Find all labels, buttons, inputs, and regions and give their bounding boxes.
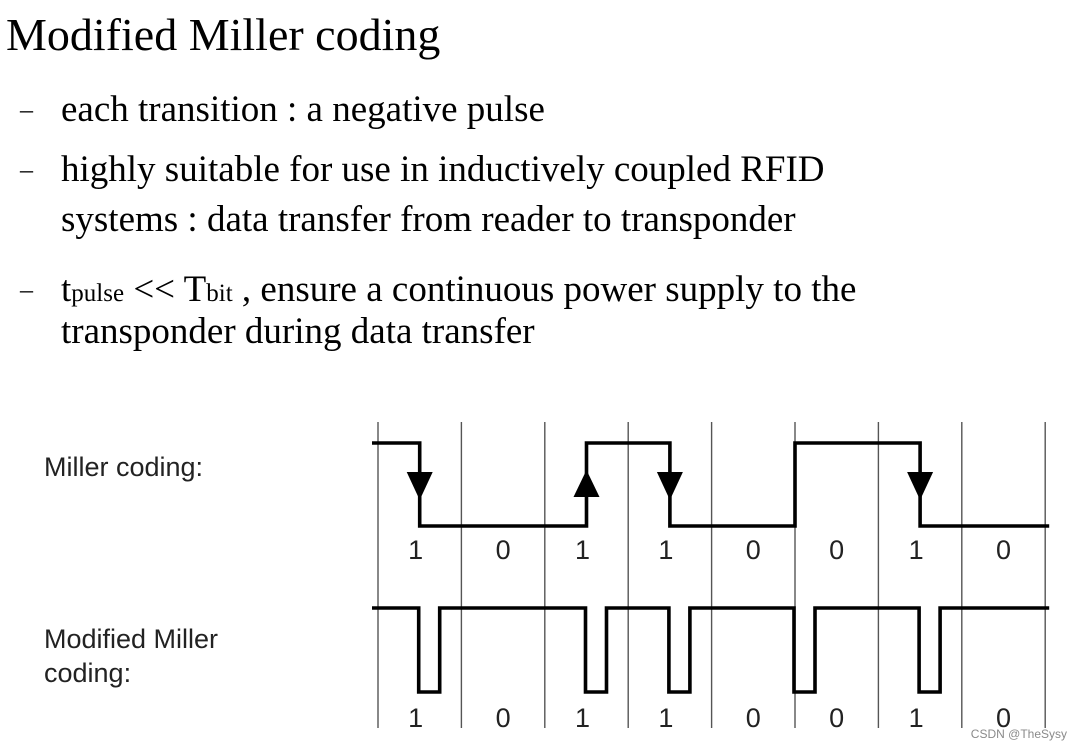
modified-miller-bit-label: 1 xyxy=(575,703,590,733)
miller-coding-label: Miller coding: xyxy=(44,452,203,482)
bullet-text-line1: tpulse << Tbit , ensure a continuous pow… xyxy=(61,266,856,318)
bullet-text-line2: systems : data transfer from reader to t… xyxy=(61,199,796,240)
bit-labels: 1 1 0 0 1 1 1 1 0 0 0 0 1 1 0 0 xyxy=(408,535,1011,733)
modified-miller-bit-label: 0 xyxy=(829,703,844,733)
T-subscript: bit xyxy=(206,280,233,307)
bullet-dash: – xyxy=(20,95,33,124)
miller-waveform xyxy=(372,441,1050,528)
modified-miller-label-line1: Modified Miller xyxy=(44,624,218,654)
modified-miller-bit-label: 0 xyxy=(496,703,511,733)
miller-bit-label: 0 xyxy=(746,535,761,565)
bullet-rest: , ensure a continuous power supply to th… xyxy=(232,269,857,310)
bullet-dash: – xyxy=(20,275,33,304)
modified-miller-bit-label: 1 xyxy=(408,703,423,733)
miller-bit-label: 0 xyxy=(829,535,844,565)
arrow-down-icon xyxy=(656,472,683,500)
bullet-text-line2: transponder during data transfer xyxy=(61,311,535,352)
modified-miller-bit-label: 1 xyxy=(909,703,924,733)
modified-miller-waveform xyxy=(372,606,1050,694)
arrow-down-icon xyxy=(406,472,433,500)
slide-title: Modified Miller coding xyxy=(6,9,441,60)
miller-transition-arrows xyxy=(406,470,934,500)
t-subscript: pulse xyxy=(71,280,125,307)
bit-grid xyxy=(377,422,1046,728)
bullet-dash: – xyxy=(20,155,33,184)
miller-bit-label: 1 xyxy=(909,535,924,565)
T-symbol: T xyxy=(183,269,207,310)
t-symbol: t xyxy=(61,269,72,310)
miller-bit-label: 1 xyxy=(408,535,423,565)
modified-miller-label-line2: coding: xyxy=(44,658,131,688)
much-less-operator: << xyxy=(124,269,184,310)
miller-bit-label: 0 xyxy=(496,535,511,565)
arrow-down-icon xyxy=(907,472,934,500)
miller-bit-label: 0 xyxy=(996,535,1011,565)
bullet-text: each transition : a negative pulse xyxy=(61,89,545,130)
miller-bit-label: 1 xyxy=(575,535,590,565)
miller-signal-line xyxy=(372,441,1050,528)
modified-miller-signal-line xyxy=(372,606,1050,694)
watermark: CSDN @TheSysy xyxy=(970,727,1067,741)
modified-miller-bit-label: 0 xyxy=(746,703,761,733)
arrow-up-icon xyxy=(573,470,600,497)
modified-miller-bit-label: 0 xyxy=(996,703,1011,733)
bullet-text-line1: highly suitable for use in inductively c… xyxy=(61,149,825,190)
miller-bit-label: 1 xyxy=(658,535,673,565)
modified-miller-bit-label: 1 xyxy=(658,703,673,733)
